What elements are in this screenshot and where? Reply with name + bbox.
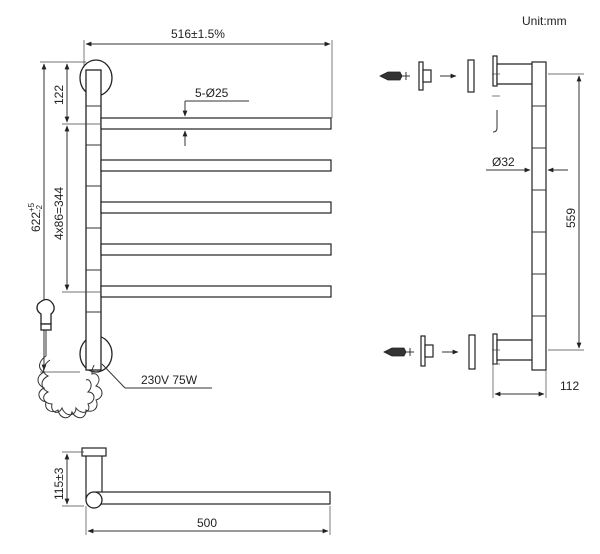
side-view: Ø32 559 112 (486, 55, 584, 398)
plan-view: 115±3 500 (52, 447, 331, 535)
height-tolerance-minus: -2 (35, 204, 44, 212)
cover-bottom (468, 334, 476, 370)
top-offset-label: 122 (52, 85, 66, 105)
towel-bar-1 (100, 117, 332, 130)
bottom-height-label: 115±3 (52, 467, 66, 500)
towel-bar-4 (100, 243, 332, 256)
plan-pivot (85, 491, 103, 509)
bar-diameter-label: 5-Ø25 (195, 86, 229, 100)
bracket-body-bottom (424, 344, 434, 358)
front-view: 516±1.5% 122 4x86=344 (27, 27, 333, 419)
post-joints (86, 105, 101, 313)
side-post (531, 61, 547, 371)
overall-width-label: 516±1.5% (171, 27, 225, 41)
side-diameter-label: Ø32 (492, 155, 515, 169)
plan-cap (81, 447, 107, 457)
height-label: 622 (29, 212, 43, 232)
plan-post (85, 451, 103, 499)
power-label: 230V 75W (141, 373, 198, 387)
plan-bar (95, 491, 331, 505)
side-depth-label: 112 (560, 379, 579, 393)
side-bracket (492, 110, 498, 133)
side-height-label: 559 (564, 208, 578, 228)
unit-label: Unit:mm (522, 14, 567, 28)
bar-spacing-label: 4x86=344 (52, 187, 66, 240)
height-tolerance-plus: +5 (27, 202, 36, 212)
towel-bar-5 (100, 285, 332, 298)
plug-and-cord (36, 298, 103, 419)
cover-top (467, 59, 475, 93)
bracket-plate-bottom (420, 335, 426, 367)
vertical-post (85, 69, 102, 371)
bottom-length-label: 500 (197, 516, 217, 530)
anchor-bottom (383, 347, 407, 357)
bracket-body-top (422, 69, 432, 83)
towel-bar-2 (100, 159, 332, 172)
mounting-hardware-bottom (383, 334, 476, 370)
bracket-plate-top (418, 61, 424, 91)
mounting-hardware-top (379, 59, 475, 93)
towel-bar-3 (100, 201, 332, 214)
anchor-top (379, 71, 403, 81)
